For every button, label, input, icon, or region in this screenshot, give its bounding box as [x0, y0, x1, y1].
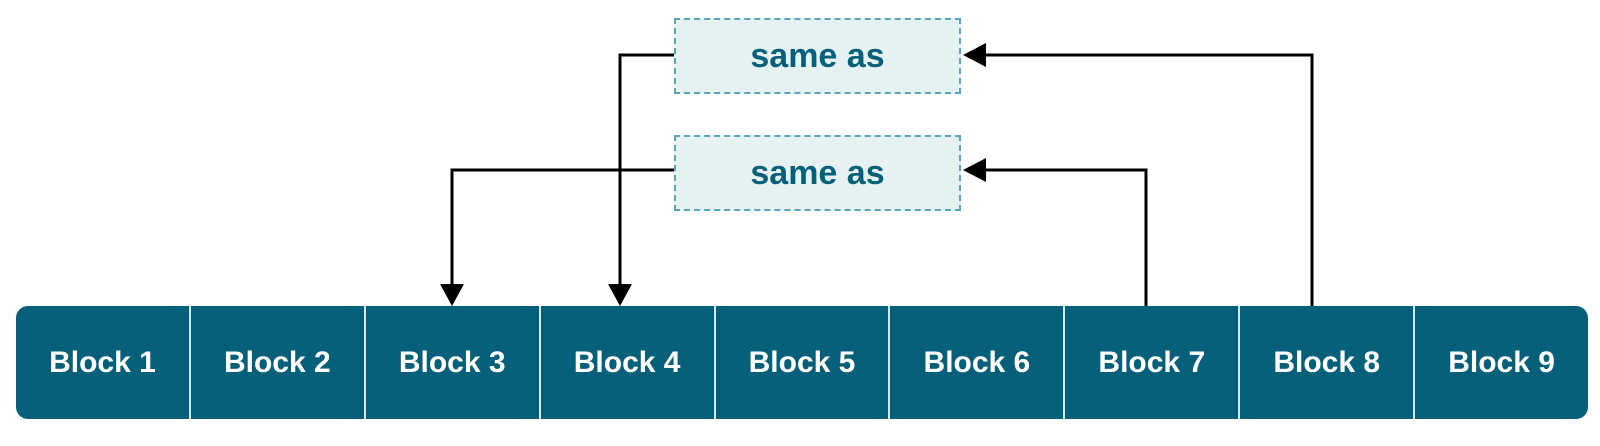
block-4: Block 4: [541, 306, 716, 419]
arrowhead-top-label: [963, 43, 986, 67]
same-as-label-top: same as: [674, 18, 961, 94]
arrow-top-to-block-4: [618, 53, 674, 287]
block-6: Block 6: [890, 306, 1066, 419]
block-2: Block 2: [191, 306, 366, 419]
arrowhead-block-4: [608, 284, 632, 306]
arrowhead-block-3: [440, 284, 464, 306]
block-3: Block 3: [366, 306, 541, 419]
arrowhead-bottom-label: [963, 158, 986, 182]
block-8: Block 8: [1240, 306, 1416, 419]
arrow-block-8-to-top: [982, 53, 1314, 306]
block-5: Block 5: [716, 306, 891, 419]
same-as-label-bottom: same as: [674, 135, 961, 211]
block-1: Block 1: [16, 306, 191, 419]
block-strip: Block 1 Block 2 Block 3 Block 4 Block 5 …: [16, 306, 1588, 419]
block-7: Block 7: [1065, 306, 1241, 419]
block-9: Block 9: [1448, 345, 1555, 379]
arrow-bottom-to-block-3: [450, 168, 674, 287]
arrow-block-7-to-bottom: [982, 168, 1148, 306]
